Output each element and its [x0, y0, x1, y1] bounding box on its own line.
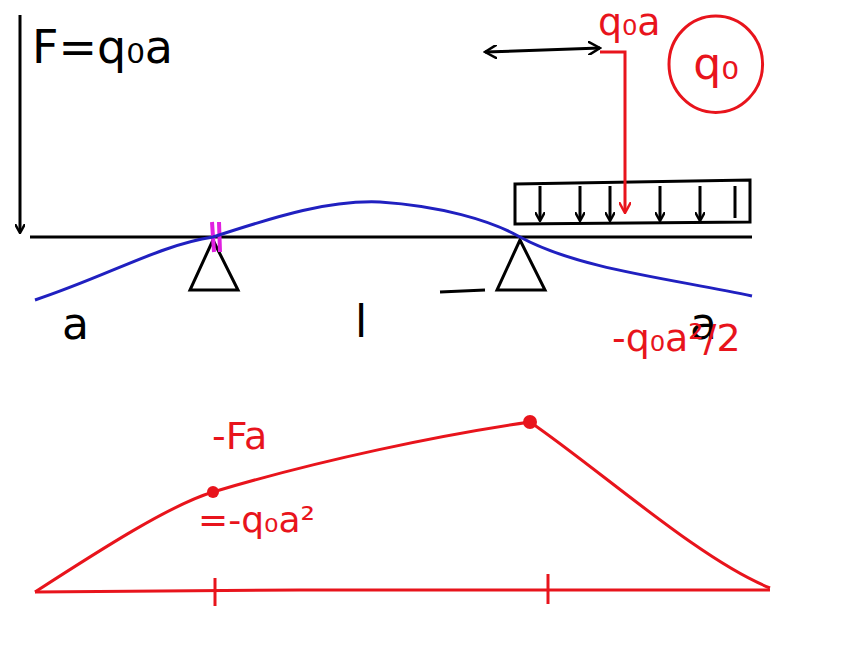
force-arrow: [19, 15, 22, 232]
moment-value: =-q₀a²: [198, 500, 315, 540]
moment-point: [523, 415, 537, 429]
force-label: F=q₀a: [32, 22, 173, 73]
dimension-dash: [440, 290, 485, 292]
deflection-curve: [35, 202, 752, 300]
moment-value: -Fa: [212, 416, 267, 458]
resultant-label: q₀a: [598, 2, 661, 44]
resultant-arrow: [600, 52, 625, 212]
moment-value: -q₀a²/2: [612, 318, 741, 360]
span-label: l: [355, 298, 367, 346]
moment-point: [207, 486, 219, 498]
load-symbol: q₀: [693, 40, 739, 88]
beam-line: [30, 236, 752, 239]
support-triangle: [497, 240, 545, 290]
circled-symbol: q₀: [667, 14, 765, 114]
axis-arrow: [485, 48, 600, 52]
moment-diagram: [35, 422, 770, 606]
distributed-load: [515, 180, 750, 224]
span-label: a: [62, 300, 89, 348]
